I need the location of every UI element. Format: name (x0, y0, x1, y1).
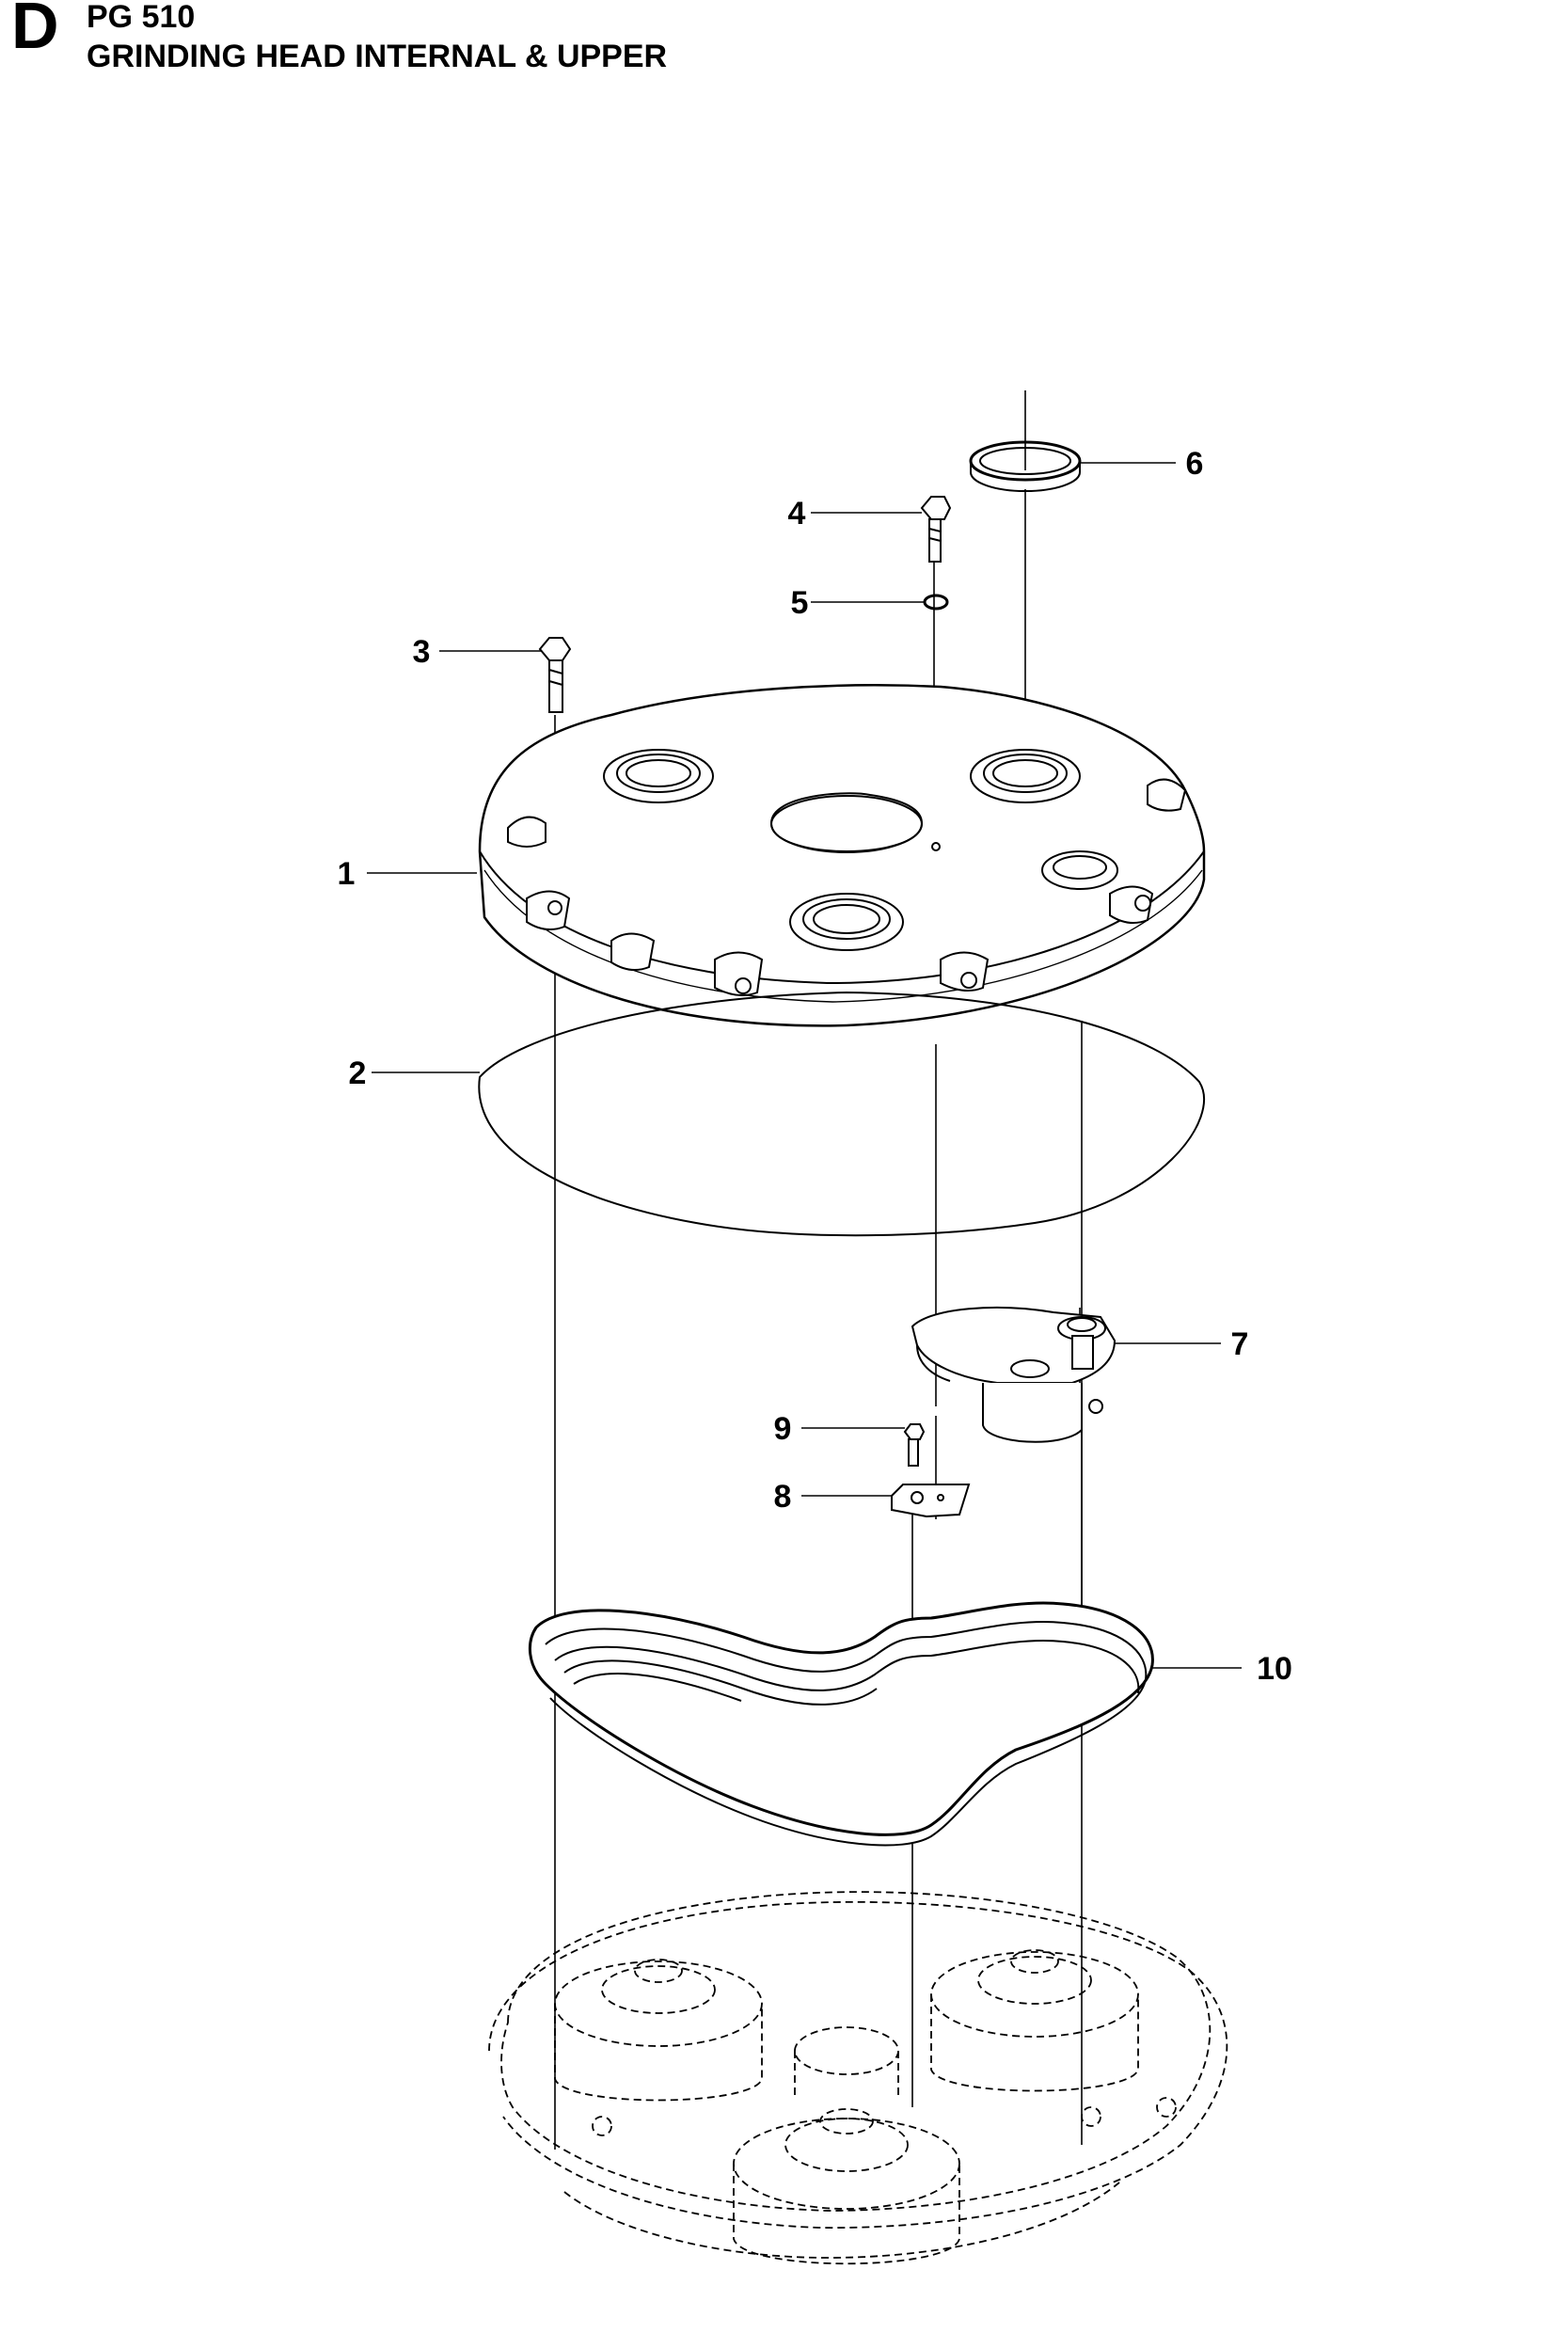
part-2-gasket (478, 991, 1205, 1237)
callout-9: 9 (774, 1411, 792, 1447)
callout-10: 10 (1257, 1651, 1292, 1687)
part-3-bolt (538, 637, 572, 713)
callout-8: 8 (774, 1479, 792, 1515)
callout-7: 7 (1231, 1326, 1249, 1362)
part-1-upper-cover (478, 684, 1206, 1027)
part-8-plate (891, 1484, 971, 1518)
part-10-belt (528, 1601, 1154, 1847)
bearing-housing-right (970, 749, 1081, 803)
callout-6: 6 (1186, 446, 1204, 482)
lower-assembly-phantom (488, 1891, 1228, 2265)
diagram-title: GRINDING HEAD INTERNAL & UPPER (87, 39, 668, 74)
callout-2: 2 (349, 1055, 367, 1091)
assembly-lines (554, 390, 1083, 2150)
part-6-seal-ring (969, 440, 1082, 492)
small-port (1041, 850, 1118, 890)
callout-4: 4 (788, 496, 806, 532)
callout-3: 3 (413, 634, 431, 670)
model-name: PG 510 (87, 0, 196, 35)
callout-5: 5 (791, 585, 809, 621)
callout-leaders (367, 462, 1242, 1669)
part-4-bolt (920, 496, 952, 563)
section-letter: D (11, 0, 59, 62)
part-5-washer (923, 594, 949, 611)
bearing-housing-left (603, 749, 714, 803)
callout-1: 1 (338, 856, 356, 892)
bearing-housing-front (789, 893, 904, 951)
part-9-bolt (903, 1423, 926, 1467)
page-header: D PG 510 GRINDING HEAD INTERNAL & UPPER (0, 0, 1568, 94)
part-7-tensioner (911, 1307, 1117, 1443)
callout-numbers: 1 2 3 4 5 6 7 8 9 10 (338, 446, 1292, 1687)
